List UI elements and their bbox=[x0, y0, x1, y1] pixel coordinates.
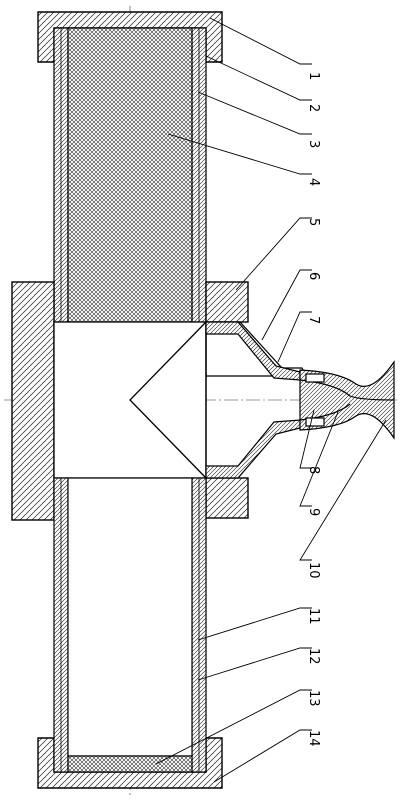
central-chamber bbox=[53, 321, 207, 479]
leader-line-12 bbox=[197, 647, 312, 681]
leader-line-1 bbox=[209, 17, 312, 65]
leader-line-10 bbox=[299, 419, 387, 561]
leader-line-8 bbox=[299, 409, 315, 469]
nozzle-assembly bbox=[205, 321, 395, 479]
callout-label-12: 12 bbox=[306, 648, 321, 665]
callout-label-11: 11 bbox=[306, 608, 321, 625]
callout-label-7: 7 bbox=[306, 316, 321, 324]
leader-line-4 bbox=[167, 133, 312, 175]
central-flange bbox=[11, 281, 249, 521]
top-filter-core bbox=[67, 27, 193, 323]
callout-label-2: 2 bbox=[306, 104, 321, 112]
callout-label-9: 9 bbox=[306, 508, 321, 516]
leader-line-11 bbox=[197, 607, 312, 641]
bottom-tube-walls bbox=[53, 477, 207, 773]
callout-label-6: 6 bbox=[306, 272, 321, 280]
callout-label-4: 4 bbox=[306, 178, 321, 186]
callout-label-14: 14 bbox=[306, 730, 321, 747]
leader-line-2 bbox=[205, 55, 312, 101]
leader-line-14 bbox=[213, 729, 312, 783]
callout-label-1: 1 bbox=[306, 72, 321, 80]
leader-line-9 bbox=[299, 411, 339, 507]
leader-lines bbox=[155, 17, 387, 783]
callout-label-3: 3 bbox=[306, 140, 321, 148]
callout-label-5: 5 bbox=[306, 218, 321, 226]
leader-line-3 bbox=[197, 91, 312, 135]
callout-label-10: 10 bbox=[306, 562, 321, 579]
bottom-filter-layer bbox=[67, 755, 193, 773]
leader-line-7 bbox=[277, 311, 312, 363]
callout-label-13: 13 bbox=[306, 690, 321, 707]
leader-line-5 bbox=[235, 217, 312, 291]
callout-label-8: 8 bbox=[306, 466, 321, 474]
leader-line-6 bbox=[261, 269, 312, 341]
leader-line-13 bbox=[155, 689, 312, 765]
